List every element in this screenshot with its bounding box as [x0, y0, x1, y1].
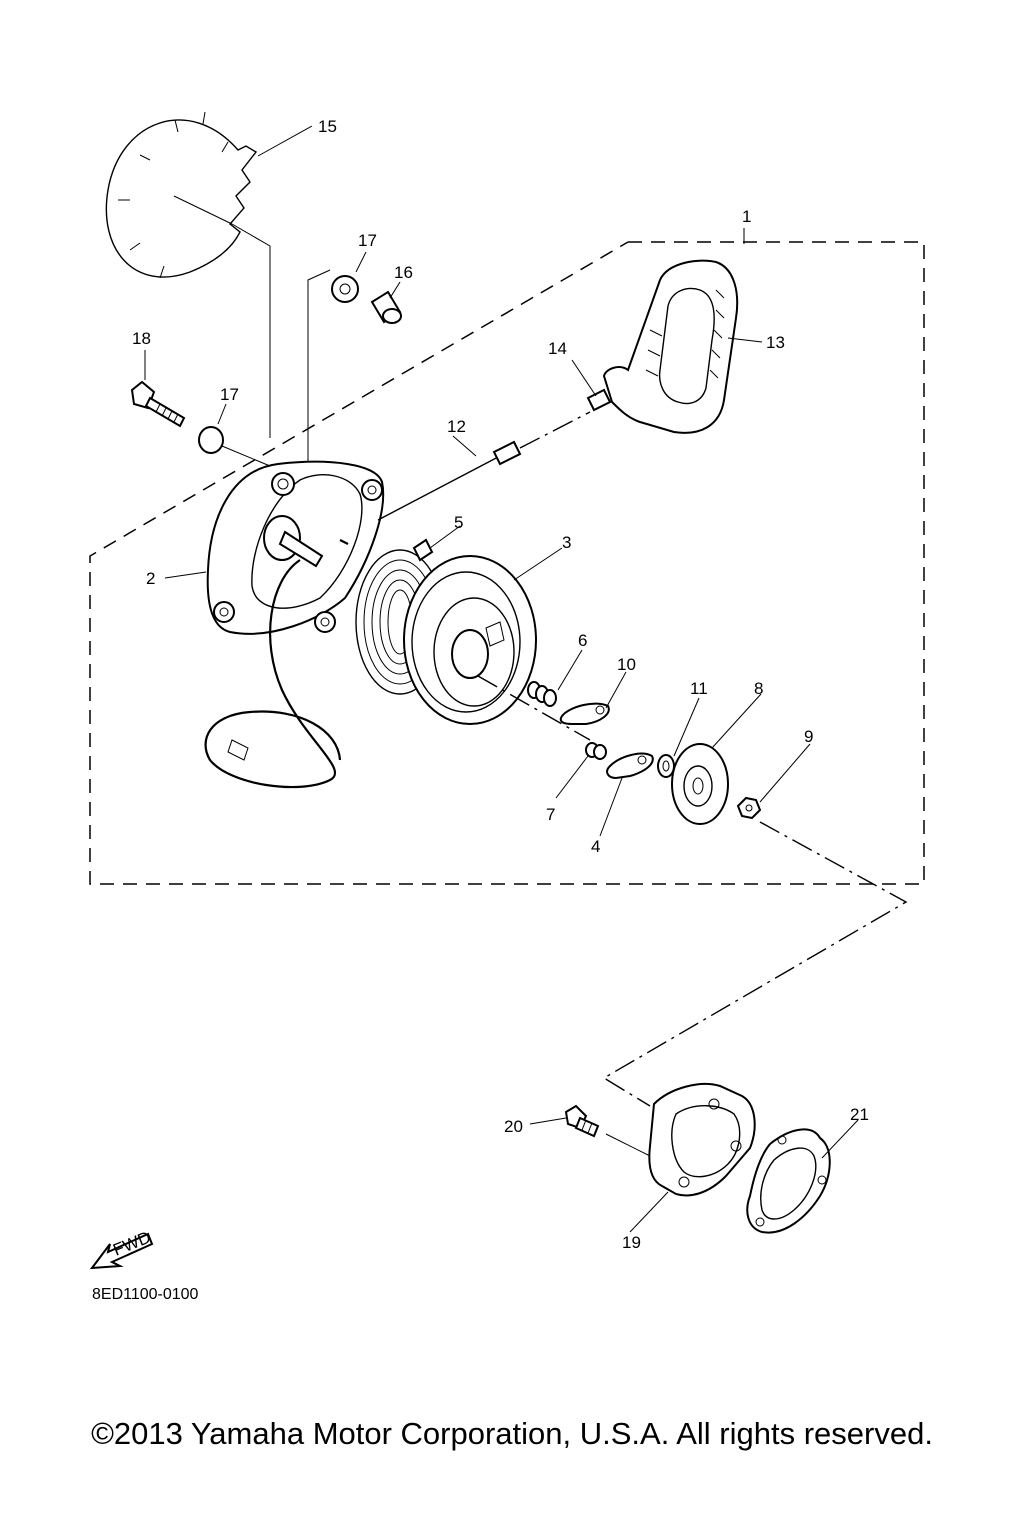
callout-10: 10 [617, 655, 636, 674]
part-17-collar-upper [331, 275, 359, 303]
part-14-rope-end [586, 388, 612, 412]
callout-18: 18 [132, 329, 151, 348]
callout-4: 4 [591, 837, 600, 856]
callout-8: 8 [754, 679, 763, 698]
part-6-pawl-spring [527, 681, 557, 707]
callout-2: 2 [146, 569, 155, 588]
part-17-collar-lower [198, 426, 271, 467]
callout-20: 20 [504, 1117, 523, 1136]
callout-3: 3 [562, 533, 571, 552]
callout-16: 16 [394, 263, 413, 282]
callout-5: 5 [454, 513, 463, 532]
part-20-bolt [564, 1104, 651, 1157]
part-2-starter-housing [204, 460, 385, 789]
part-3-rope-pulley [403, 555, 591, 741]
part-15-decal [105, 111, 271, 438]
part-12-starter-rope [377, 411, 591, 521]
fwd-label: FWD [110, 1228, 153, 1260]
part-10-pawl [559, 702, 610, 725]
part-8-friction-plate [671, 743, 729, 825]
part-11-washer [657, 754, 675, 778]
callout-13: 13 [766, 333, 785, 352]
assembly-centerline [602, 821, 908, 1107]
callout-17-upper: 17 [358, 231, 377, 250]
callout-9: 9 [804, 727, 813, 746]
callout-15: 15 [318, 117, 337, 136]
leader-lines [144, 125, 859, 1233]
drawing-code: 8ED1100-0100 [92, 1286, 199, 1303]
callout-21: 21 [850, 1105, 869, 1124]
part-21-gasket [746, 1128, 831, 1234]
callout-14: 14 [548, 339, 567, 358]
fwd-arrow-icon: FWD [89, 1228, 153, 1270]
callout-19: 19 [622, 1233, 641, 1252]
part-4-pawl-plate [606, 752, 654, 780]
part-13-starter-handle [602, 259, 739, 434]
part-18-bolt [130, 380, 186, 428]
part-7-spring [585, 742, 607, 760]
callout-17-lower: 17 [220, 385, 239, 404]
callout-12: 12 [447, 417, 466, 436]
callout-7: 7 [546, 805, 555, 824]
callout-6: 6 [578, 631, 587, 650]
part-9-nut [736, 796, 762, 820]
copyright-notice: ©2013 Yamaha Motor Corporation, U.S.A. A… [91, 1416, 933, 1451]
callout-1: 1 [742, 207, 751, 226]
part-19-pulley-flange [648, 1083, 756, 1197]
part-16-bushing [370, 290, 402, 324]
callout-11: 11 [690, 679, 708, 698]
